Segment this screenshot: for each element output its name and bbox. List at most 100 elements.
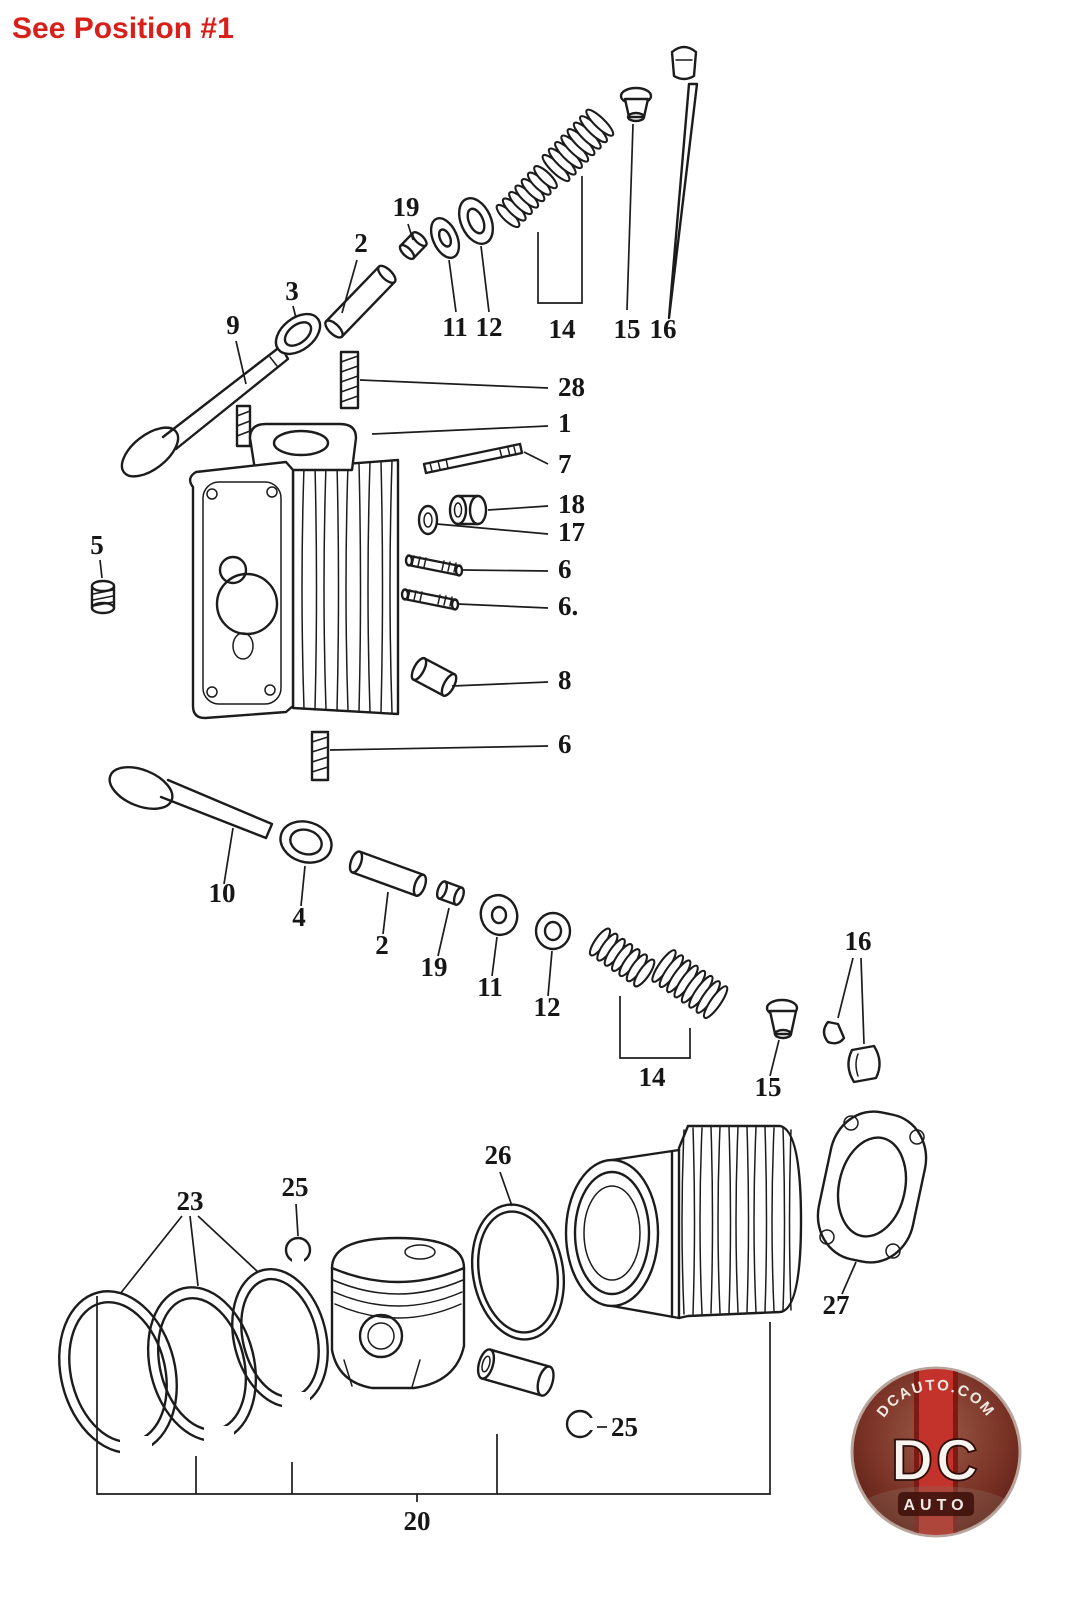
- circlip-25-top: [284, 1236, 312, 1266]
- stud-6-bottom: [310, 730, 330, 782]
- spring-retainer-15-lower: [765, 998, 799, 1040]
- seal-12-upper: [457, 197, 495, 245]
- leader-9: [235, 340, 247, 385]
- washer-11-upper: [429, 217, 461, 259]
- part-label-16-lower: 16: [845, 926, 872, 956]
- part-label-3: 3: [285, 276, 299, 306]
- leader-26: [499, 1171, 513, 1207]
- gasket-27: [816, 1110, 928, 1264]
- stud-7: [422, 442, 524, 475]
- logo-auto-band: [898, 1492, 974, 1516]
- leader-3: [292, 305, 297, 319]
- valve-spring-14-inner-lower: [651, 949, 729, 1020]
- part-label-7: 7: [558, 449, 572, 479]
- piston: [330, 1236, 466, 1390]
- part-label-10: 10: [209, 878, 236, 908]
- valve-spring-14-outer-lower: [588, 927, 656, 988]
- position-note: See Position #1: [12, 12, 234, 45]
- valve-keepers-16-lower: [822, 1020, 881, 1084]
- leader-16-lower: [837, 957, 865, 1045]
- part-label-16-upper: 16: [650, 314, 677, 344]
- logo-word: AUTO: [903, 1497, 968, 1514]
- part-label-4: 4: [292, 902, 306, 932]
- leader-6a: [462, 569, 549, 572]
- leader-11-upper: [448, 259, 457, 313]
- dcauto-logo: DCAUTO.COM DC AUTO: [850, 1366, 1022, 1538]
- part-label-2-upper: 2: [354, 228, 368, 258]
- circlip-25-bottom: [565, 1409, 598, 1439]
- leader-12-upper: [480, 245, 490, 313]
- bracket-14-upper: [537, 176, 583, 304]
- part-label-8: 8: [558, 665, 572, 695]
- part-label-14-lower: 14: [639, 1062, 666, 1092]
- part-label-1: 1: [558, 408, 572, 438]
- part-label-6b: 6.: [558, 591, 578, 621]
- part-label-17: 17: [558, 517, 585, 547]
- piston-rings-23: [58, 1267, 329, 1464]
- leader-2-lower: [382, 891, 389, 935]
- leader-4: [300, 865, 306, 907]
- part-label-11-lower: 11: [477, 972, 503, 1002]
- oring-26: [470, 1203, 566, 1341]
- cap-19-lower: [435, 880, 465, 906]
- bracket-20: [96, 1296, 771, 1502]
- part-label-14-upper: 14: [549, 314, 576, 344]
- leader-10: [223, 827, 234, 885]
- part-label-28: 28: [558, 372, 585, 402]
- leader-2-upper: [341, 259, 358, 314]
- piston-pin: [476, 1348, 555, 1397]
- stud-6-first: [404, 554, 464, 577]
- leader-11-lower: [491, 936, 498, 977]
- leader-17: [436, 523, 549, 535]
- valve-spring-14-outer-upper: [495, 165, 558, 229]
- part-label-25a: 25: [282, 1172, 309, 1202]
- cylinder-barrel: [564, 1124, 803, 1320]
- valve-10: [108, 766, 274, 840]
- washer-17: [417, 504, 439, 536]
- plug-5: [90, 579, 116, 615]
- part-label-12-lower: 12: [534, 992, 561, 1022]
- leader-6c: [329, 745, 549, 751]
- part-label-18: 18: [558, 489, 585, 519]
- cylinder-head-1: [188, 404, 400, 720]
- part-label-26: 26: [485, 1140, 512, 1170]
- part-label-6c: 6: [558, 729, 572, 759]
- part-label-15-lower: 15: [755, 1072, 782, 1102]
- leader-19-lower: [437, 907, 450, 957]
- leader-15-upper: [626, 123, 634, 311]
- washer-11-lower: [479, 893, 519, 937]
- leader-8: [451, 681, 549, 687]
- leader-28: [359, 379, 549, 389]
- leader-27: [841, 1261, 857, 1295]
- spring-seat-4: [279, 820, 333, 864]
- leader-19-upper: [407, 223, 414, 241]
- part-label-6a: 6: [558, 554, 572, 584]
- part-label-15-upper: 15: [614, 314, 641, 344]
- seal-12-lower: [534, 911, 572, 951]
- part-label-19-upper: 19: [393, 192, 420, 222]
- part-label-19-lower: 19: [421, 952, 448, 982]
- part-label-23: 23: [177, 1186, 204, 1216]
- spring-retainer-15-upper: [619, 86, 653, 123]
- leader-5: [99, 559, 103, 579]
- logo-initials: DC: [891, 1428, 981, 1493]
- leader-6b: [457, 603, 549, 609]
- valve-guide-2-lower: [348, 850, 428, 897]
- dowel-8: [410, 656, 458, 698]
- part-label-20: 20: [404, 1506, 431, 1536]
- part-label-27: 27: [823, 1290, 850, 1320]
- nut-18: [448, 494, 488, 526]
- part-label-12-upper: 12: [476, 312, 503, 342]
- valve-guide-2-upper: [324, 264, 397, 339]
- leader-12-lower: [547, 950, 553, 997]
- valve-keepers-16-upper: [667, 45, 699, 320]
- leader-15-lower: [769, 1039, 780, 1077]
- part-label-9: 9: [226, 310, 240, 340]
- leader-25a: [295, 1203, 299, 1237]
- stud-6-second: [400, 588, 460, 611]
- valve-spring-14-inner-upper: [541, 108, 615, 183]
- spring-seat-3: [274, 312, 322, 356]
- leader-18: [487, 505, 549, 511]
- leader-1: [371, 425, 549, 435]
